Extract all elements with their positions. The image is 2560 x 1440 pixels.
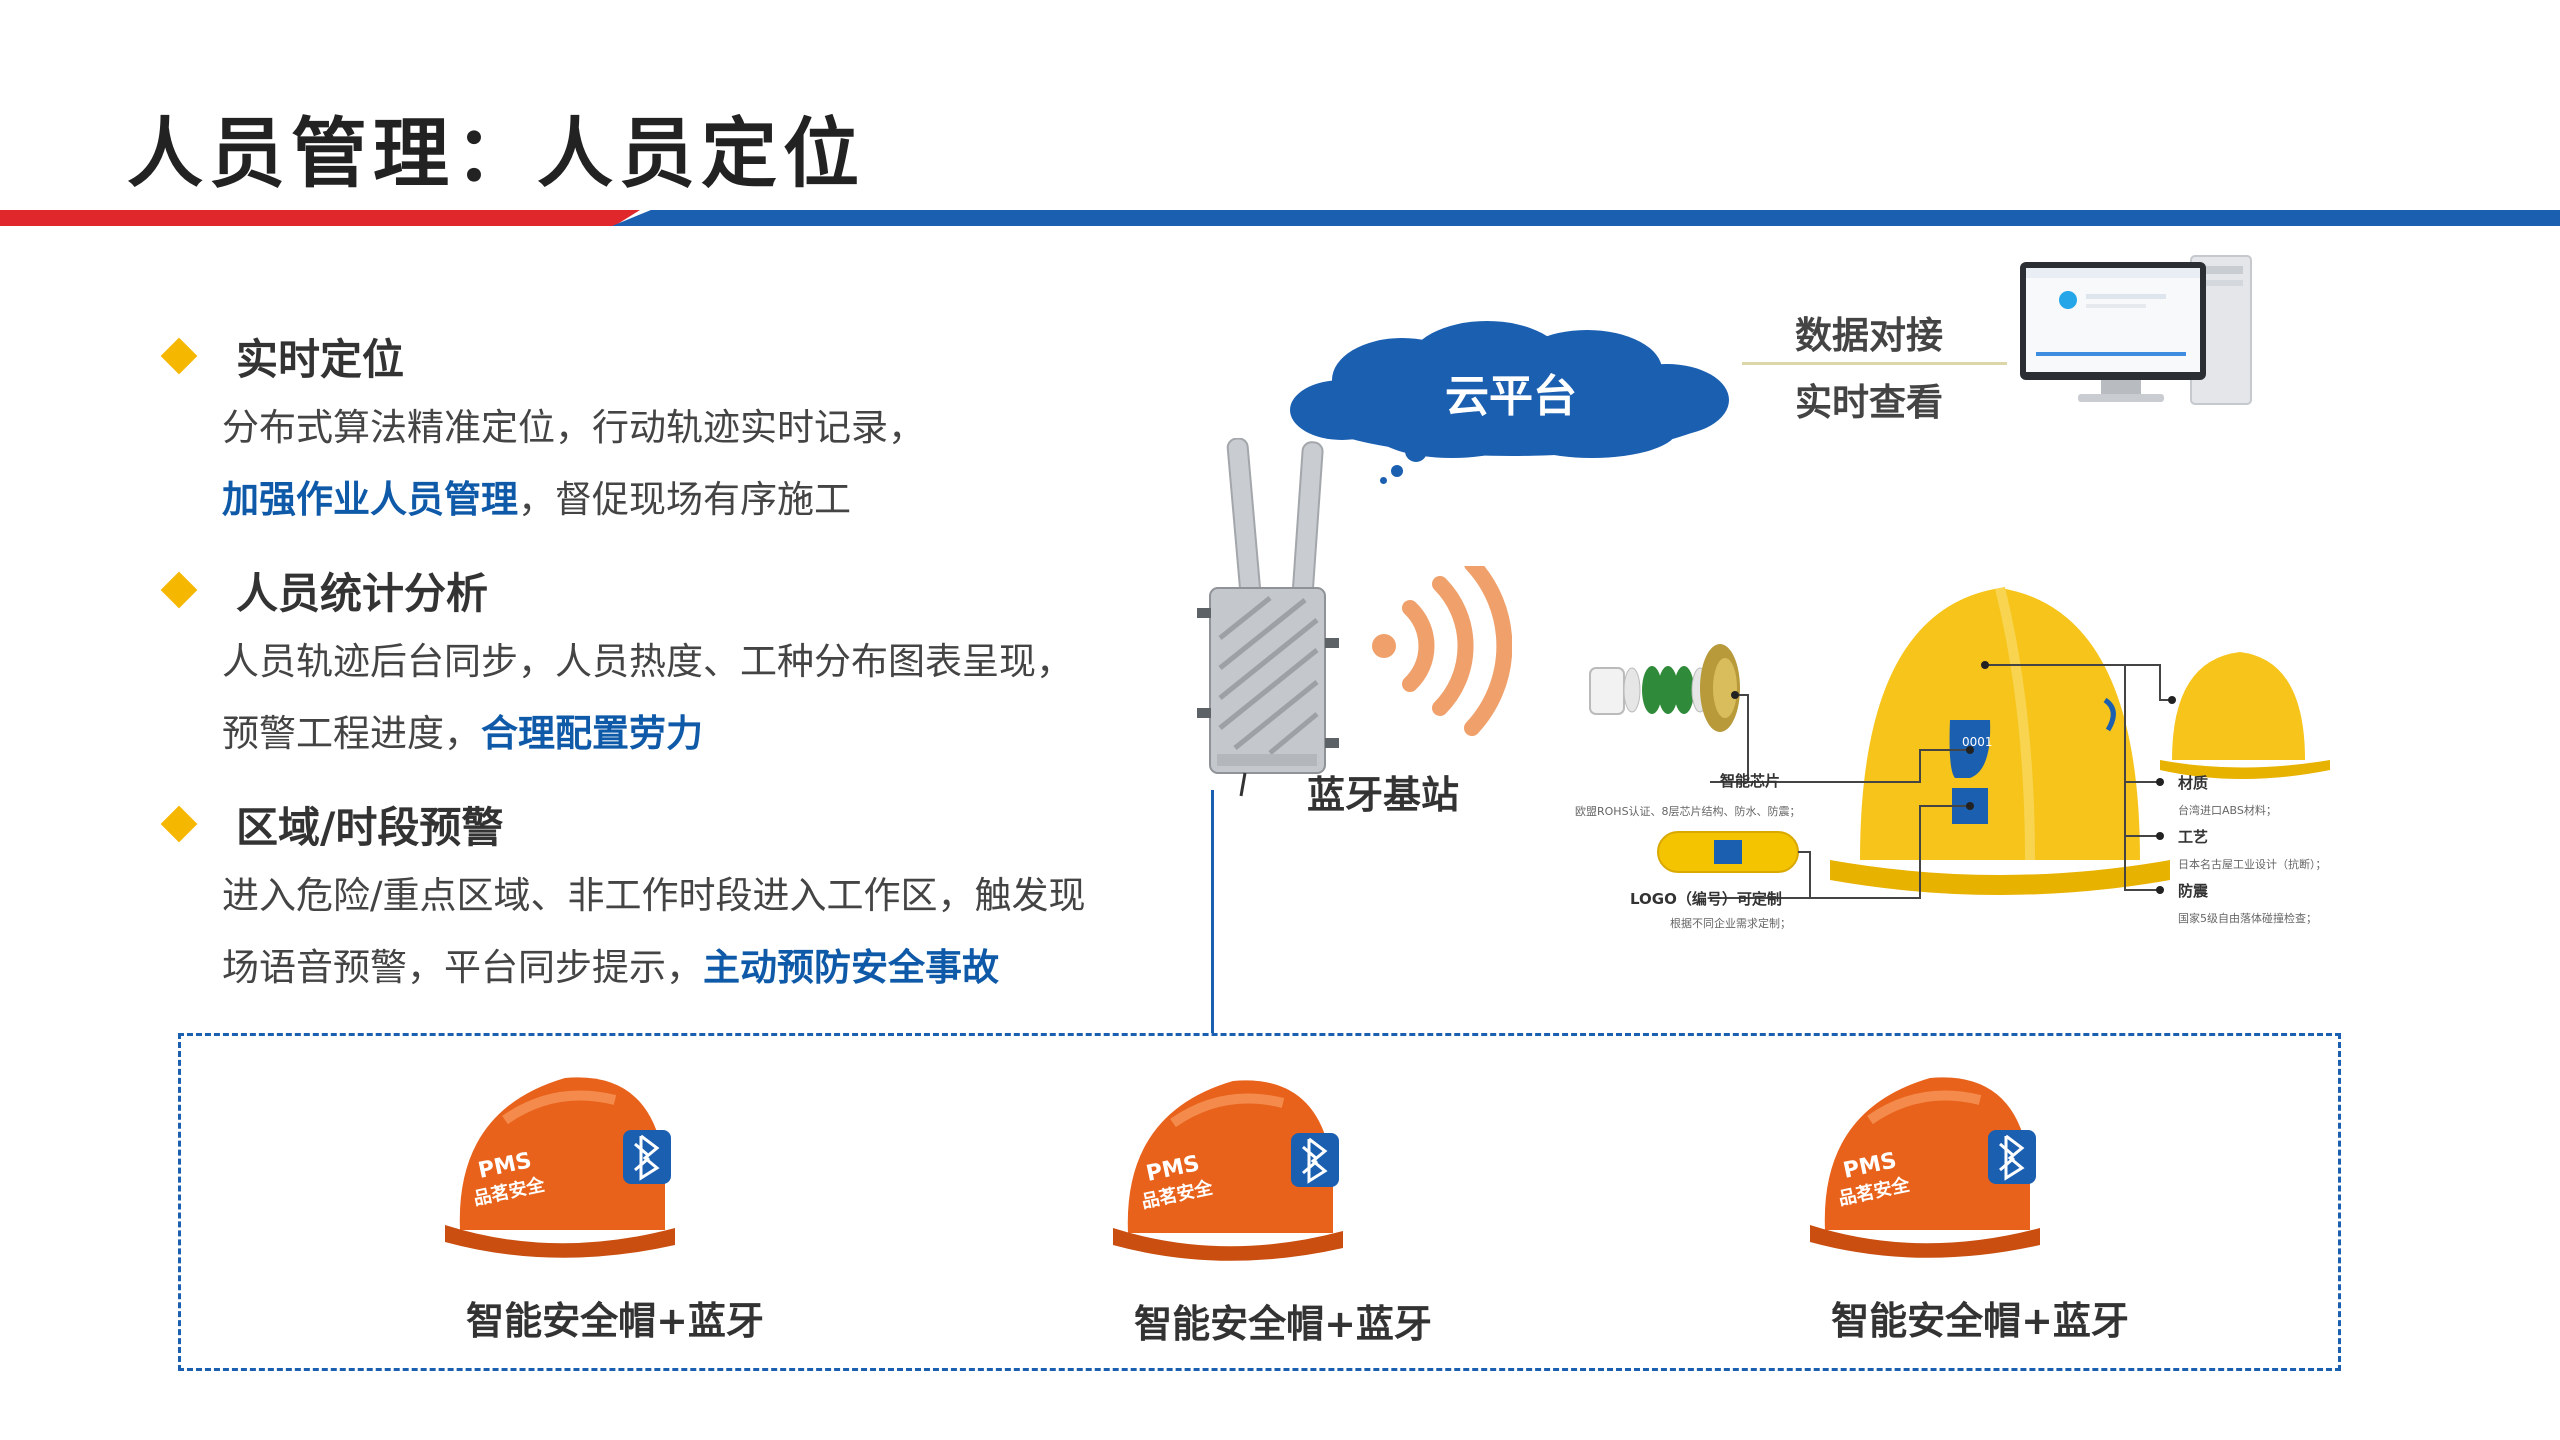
highlight-text: 合理配置劳力 (481, 712, 703, 755)
feature-realtime-positioning: 实时定位 分布式算法精准定位，行动轨迹实时记录， 加强作业人员管理，督促现场有序… (160, 320, 1170, 536)
feature-line: 场语音预警，平台同步提示，主动预防安全事故 (222, 946, 999, 989)
chip-description: 欧盟ROHS认证、8层芯片结构、防水、防震； (1575, 805, 1801, 818)
feature-zone-warning: 区域/时段预警 进入危险/重点区域、非工作时段进入工作区，触发现 场语音预警，平… (160, 788, 1170, 1004)
cloud-platform-label: 云平台 (1445, 371, 1577, 422)
logo-label: LOGO（编号）可定制 (1630, 890, 1782, 908)
diamond-bullet-icon (160, 805, 198, 843)
base-station-label: 蓝牙基站 (1307, 773, 1460, 817)
highlight-text: 加强作业人员管理 (222, 478, 518, 521)
material-description: 台湾进口ABS材料； (2178, 804, 2277, 817)
smart-helmet-diagram: 0001 智能芯片 欧盟ROHS认证、8层芯片结构、防水、防震； LOGO（编号… (1560, 570, 2350, 950)
chip-label: 智能芯片 (1720, 772, 1781, 790)
helmet-product-group (178, 1033, 2341, 1371)
feature-line: 分布式算法精准定位，行动轨迹实时记录， (222, 406, 925, 449)
diamond-bullet-icon (160, 337, 198, 375)
signal-waves-icon (1372, 566, 1512, 736)
orange-helmet-icon: PMS 品茗安全 (1810, 1077, 2040, 1258)
helmet-number: 0001 (1962, 735, 1993, 749)
feature-list: 实时定位 分布式算法精准定位，行动轨迹实时记录， 加强作业人员管理，督促现场有序… (160, 320, 1170, 1022)
product-label: 智能安全帽+蓝牙 (466, 1299, 764, 1343)
diamond-bullet-icon (160, 571, 198, 609)
feature-title: 人员统计分析 (236, 568, 489, 618)
feature-title: 区域/时段预警 (236, 802, 504, 852)
product-smart-helmet-2: PMS 品茗安全 智能安全帽+蓝牙 (1113, 1063, 1453, 1346)
highlight-text: 主动预防安全事故 (703, 946, 999, 989)
bluetooth-base-station-icon (1197, 438, 1339, 797)
page-title: 人员管理：人员定位 (127, 109, 865, 198)
product-smart-helmet-3: PMS 品茗安全 智能安全帽+蓝牙 (1810, 1060, 2150, 1343)
monitor-icon (2020, 255, 2252, 405)
thought-bubble-medium (1391, 465, 1403, 477)
feature-line: 预警工程进度，合理配置劳力 (222, 712, 703, 755)
product-label: 智能安全帽+蓝牙 (1134, 1302, 1432, 1346)
feature-statistics: 人员统计分析 人员轨迹后台同步，人员热度、工种分布图表呈现， 预警工程进度，合理… (160, 554, 1170, 770)
data-connector-line (1742, 362, 2007, 365)
material-label: 材质 (2178, 774, 2209, 792)
header-band-blue (612, 210, 2560, 226)
header-band-red (0, 210, 640, 226)
feature-line: 人员轨迹后台同步，人员热度、工种分布图表呈现， (222, 640, 1073, 683)
realtime-view-label: 实时查看 (1795, 381, 1943, 424)
feature-line: 进入危险/重点区域、非工作时段进入工作区，触发现 (222, 874, 1086, 917)
feature-line: 加强作业人员管理，督促现场有序施工 (222, 478, 851, 521)
craft-label: 工艺 (2178, 828, 2209, 846)
shock-description: 国家5级自由落体碰撞检查； (2178, 912, 2317, 925)
product-smart-helmet-1: PMS 品茗安全 智能安全帽+蓝牙 (445, 1060, 785, 1343)
orange-helmet-icon: PMS 品茗安全 (445, 1077, 675, 1258)
orange-helmet-icon: PMS 品茗安全 (1113, 1080, 1343, 1261)
thought-bubble-large (1405, 440, 1427, 462)
feature-title: 实时定位 (236, 334, 405, 384)
data-sync-label: 数据对接 (1795, 314, 1943, 357)
station-connector-line (1211, 790, 1214, 1033)
helmet-exploded-illustration (1589, 586, 2330, 899)
logo-description: 根据不同企业需求定制； (1670, 917, 1791, 930)
shock-label: 防震 (2178, 882, 2209, 900)
product-label: 智能安全帽+蓝牙 (1831, 1299, 2129, 1343)
craft-description: 日本名古屋工业设计（抗断）； (2178, 858, 2327, 871)
thought-bubble-small (1380, 477, 1387, 484)
